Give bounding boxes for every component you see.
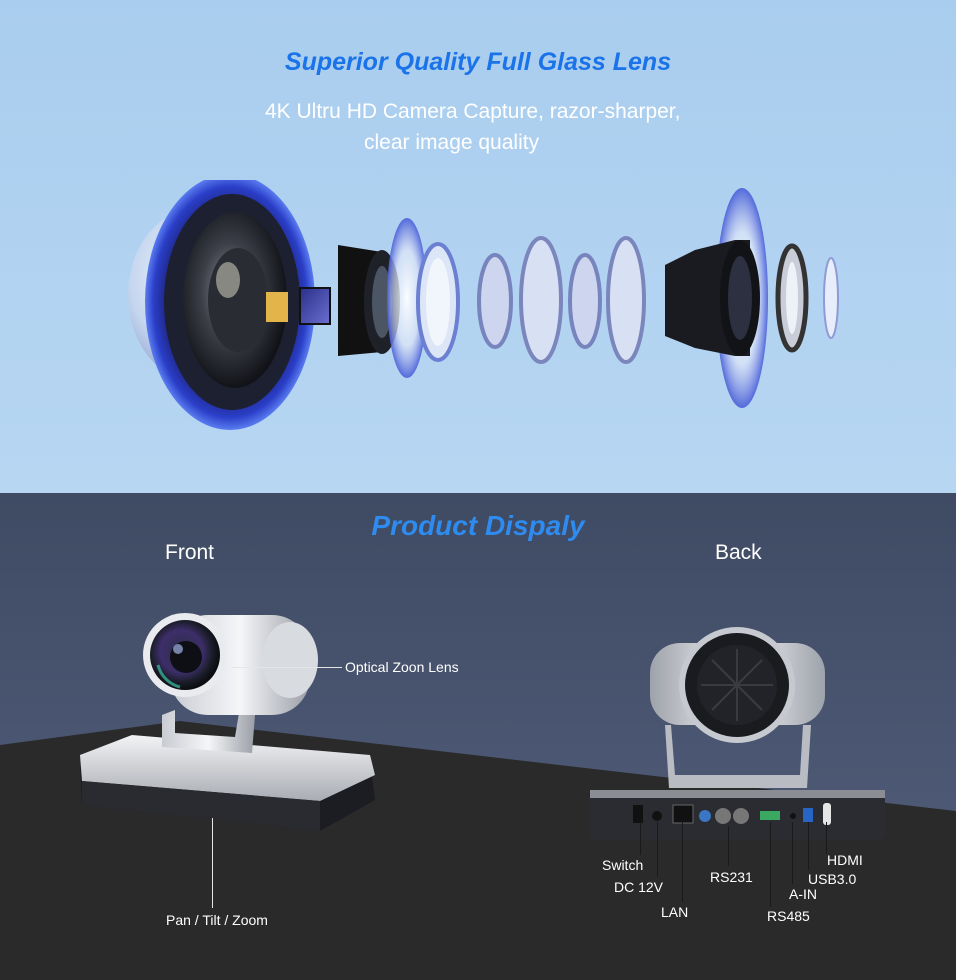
- rs485-callout-line: [770, 822, 771, 907]
- usb-port-label: USB3.0: [808, 871, 857, 887]
- exploded-lens-image: [128, 180, 839, 430]
- product-section-title: Product Dispaly: [371, 510, 585, 541]
- pan-tilt-zoom-callout: Pan / Tilt / Zoom: [166, 912, 268, 928]
- lens-subtitle-line1: 4K Ultru HD Camera Capture, razor-sharpe…: [265, 100, 681, 123]
- rs231-port-label: RS231: [710, 869, 753, 885]
- lens-section-title: Superior Quality Full Glass Lens: [284, 48, 672, 76]
- lens-callout-line: [232, 667, 342, 668]
- lens-subtitle-line2: clear image quality: [364, 131, 540, 154]
- dc-port-label: DC 12V: [614, 879, 664, 895]
- ain-callout-line: [792, 822, 793, 884]
- lan-port-label: LAN: [661, 904, 689, 920]
- switch-port-label: Switch: [602, 857, 644, 873]
- lens-section: Superior Quality Full Glass Lens 4K Ultr…: [0, 0, 956, 493]
- back-label: Back: [715, 541, 762, 564]
- lan-callout-line: [682, 822, 683, 902]
- dc-callout-line: [657, 822, 658, 877]
- lens-section-subtitle: 4K Ultru HD Camera Capture, razor-sharpe…: [265, 96, 725, 158]
- hdmi-callout-line: [826, 822, 827, 854]
- ptz-callout-line: [212, 818, 213, 908]
- usb-callout-line: [808, 822, 809, 870]
- front-camera-image: [80, 613, 375, 831]
- front-label: Front: [165, 541, 215, 564]
- hdmi-port-label: HDMI: [827, 852, 863, 868]
- back-camera-image: [590, 627, 885, 840]
- switch-callout-line: [640, 822, 641, 855]
- rs485-port-label: RS485: [767, 908, 810, 924]
- rs231-callout-line: [728, 826, 729, 866]
- ain-port-label: A-IN: [789, 886, 817, 902]
- optical-zoom-lens-callout: Optical Zoon Lens: [345, 659, 459, 675]
